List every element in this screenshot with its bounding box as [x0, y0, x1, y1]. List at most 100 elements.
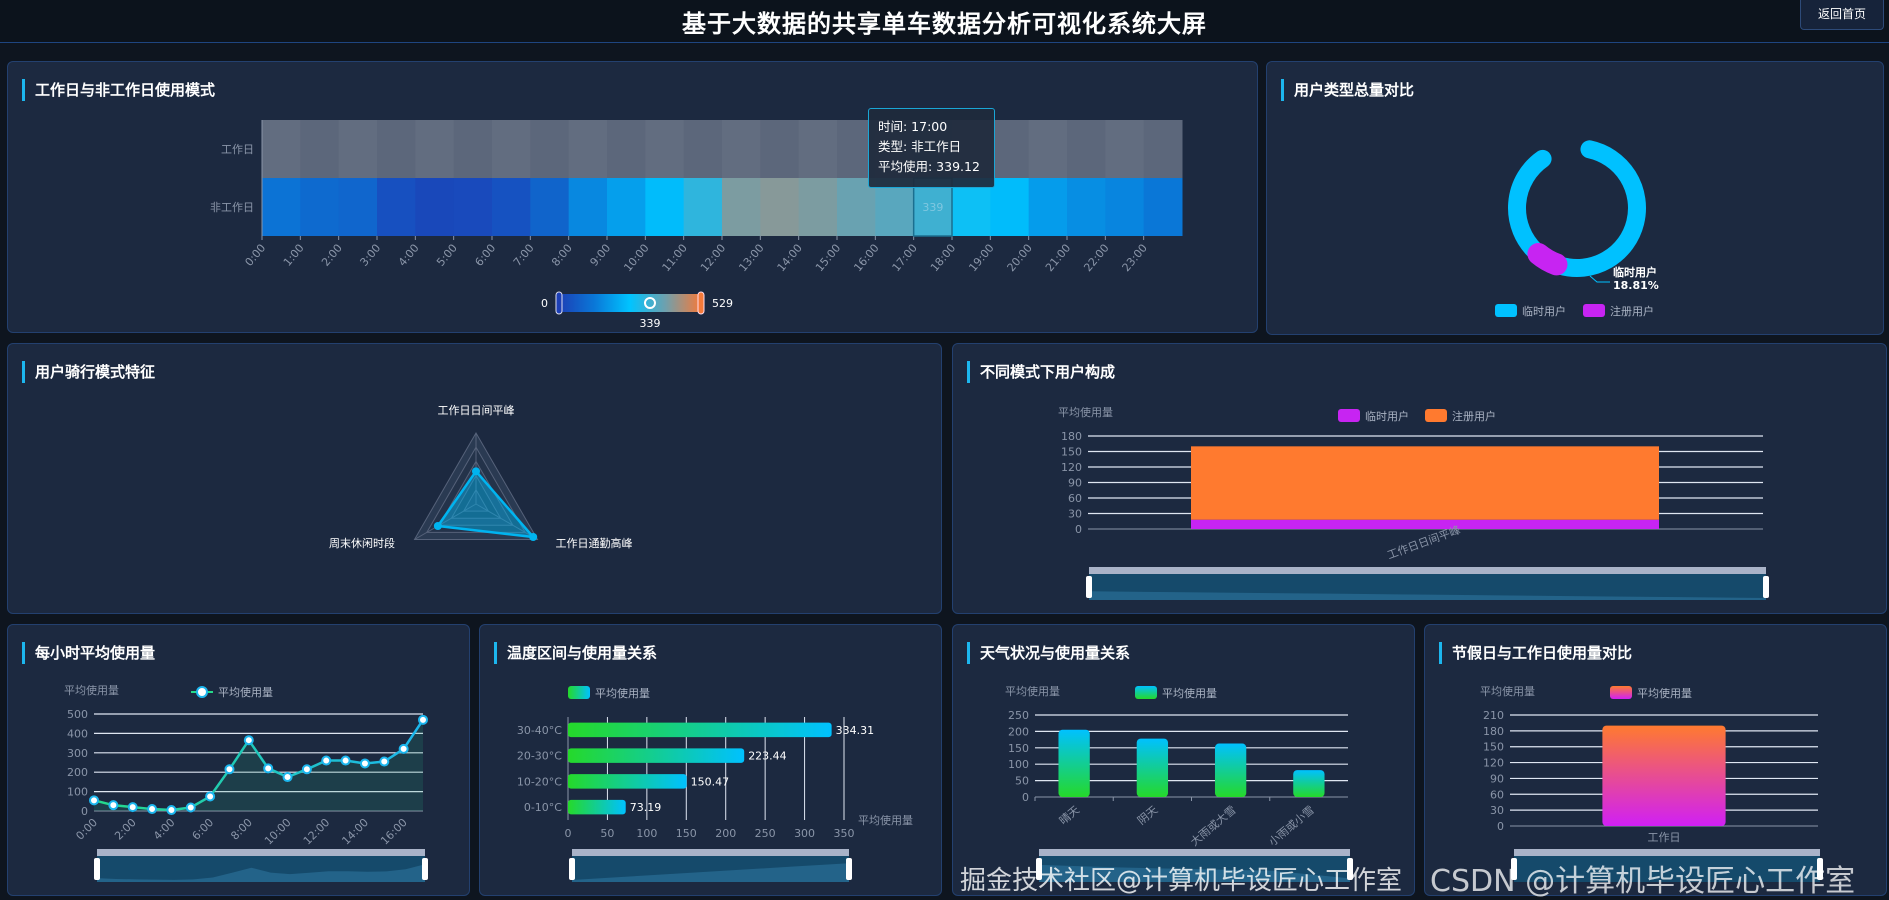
line-point[interactable]	[89, 795, 99, 806]
heatmap-cell-workday[interactable]	[262, 120, 301, 178]
donut-slice-temporary[interactable]	[1527, 242, 1568, 276]
datazoom-handle-left[interactable]	[94, 858, 100, 880]
bar-registered[interactable]	[1191, 446, 1659, 520]
datazoom-handle-right[interactable]	[1817, 858, 1823, 880]
line-point[interactable]	[418, 714, 428, 725]
line-point[interactable]	[108, 800, 119, 811]
legend-marker[interactable]	[196, 686, 208, 698]
line-point[interactable]	[398, 743, 409, 754]
datazoom-handle-right[interactable]	[1347, 858, 1353, 880]
donut-slice-registered[interactable]	[1508, 149, 1552, 261]
heatmap-cell-workday[interactable]	[645, 120, 685, 178]
datazoom-handle-right[interactable]	[1763, 576, 1769, 598]
line-point[interactable]	[263, 763, 274, 774]
heatmap-cell-non-workday[interactable]	[377, 178, 416, 236]
heatmap-cell-workday[interactable]	[338, 120, 378, 178]
heatmap-cell-non-workday[interactable]	[1028, 178, 1068, 236]
donut-chart[interactable]: 临时用户18.81%临时用户注册用户	[1267, 62, 1884, 335]
visual-map-handle-min[interactable]	[555, 291, 563, 315]
legend-swatch[interactable]	[1583, 304, 1605, 317]
legend-swatch[interactable]	[1135, 686, 1157, 699]
bar[interactable]	[568, 748, 745, 763]
donut-slice-registered[interactable]	[1551, 140, 1646, 277]
stacked-bar-chart[interactable]: 0306090120150180平均使用量工作日日间平峰临时用户注册用户	[953, 344, 1887, 614]
visual-map-handle-max[interactable]	[697, 291, 705, 315]
heatmap-cell-non-workday[interactable]	[683, 178, 723, 236]
heatmap-cell-non-workday[interactable]	[760, 178, 800, 236]
datazoom-top-bar[interactable]	[1089, 567, 1766, 574]
heatmap-cell-non-workday[interactable]	[262, 178, 301, 236]
heatmap-cell-non-workday[interactable]	[300, 178, 340, 236]
datazoom-handle-left[interactable]	[1086, 576, 1092, 598]
bar[interactable]	[1293, 770, 1325, 797]
heatmap-cell-workday[interactable]	[568, 120, 608, 178]
datazoom-top-bar[interactable]	[1039, 849, 1350, 856]
heatmap-cell-workday[interactable]	[1067, 120, 1106, 178]
heatmap-cell-non-workday[interactable]	[453, 178, 493, 236]
legend-swatch[interactable]	[1610, 686, 1632, 699]
line-point[interactable]	[147, 804, 158, 815]
datazoom-handle-left[interactable]	[1511, 858, 1517, 880]
visual-map-indicator[interactable]	[644, 297, 656, 309]
heatmap-cell-non-workday[interactable]	[1067, 178, 1106, 236]
heatmap-cell-workday[interactable]	[377, 120, 416, 178]
visual-map-bar[interactable]	[559, 294, 701, 312]
heatmap-cell-non-workday[interactable]	[645, 178, 685, 236]
bar[interactable]	[1136, 738, 1169, 797]
heatmap-cell-non-workday[interactable]	[990, 178, 1030, 236]
line-point[interactable]	[340, 755, 351, 766]
line-point[interactable]	[243, 735, 254, 746]
heatmap-cell-workday[interactable]	[415, 120, 455, 178]
legend-swatch[interactable]	[1425, 409, 1447, 422]
datazoom-top-bar[interactable]	[1514, 849, 1820, 856]
datazoom-handle-left[interactable]	[1036, 858, 1042, 880]
legend-swatch[interactable]	[568, 686, 590, 699]
datazoom-handle-right[interactable]	[422, 858, 428, 880]
bar[interactable]	[1214, 743, 1247, 797]
bar[interactable]	[568, 799, 626, 815]
line-point[interactable]	[282, 772, 293, 783]
radar-area[interactable]	[435, 469, 537, 539]
line-point[interactable]	[185, 802, 196, 813]
heatmap-cell-workday[interactable]	[760, 120, 800, 178]
bar-chart[interactable]: 050100150200250平均使用量晴天阴天大雨或大雪小雨或小雪平均使用量	[953, 625, 1415, 896]
radar-point[interactable]	[472, 467, 480, 476]
heatmap-cell-non-workday[interactable]	[530, 178, 570, 236]
heatmap-cell-non-workday[interactable]	[1143, 178, 1183, 236]
legend-swatch[interactable]	[1338, 409, 1360, 422]
heatmap-cell-workday[interactable]	[607, 120, 646, 178]
line-point[interactable]	[224, 764, 235, 775]
bar-temporary[interactable]	[1191, 519, 1659, 529]
datazoom-handle-left[interactable]	[569, 858, 575, 880]
datazoom-track[interactable]	[1514, 856, 1820, 882]
heatmap-cell-non-workday[interactable]	[1105, 178, 1145, 236]
heatmap-cell-workday[interactable]	[722, 120, 761, 178]
line-point[interactable]	[127, 802, 138, 813]
heatmap-cell-workday[interactable]	[683, 120, 723, 178]
heatmap-cell-workday[interactable]	[798, 120, 838, 178]
heatmap-cell-non-workday[interactable]	[568, 178, 608, 236]
heatmap-cell-non-workday[interactable]	[722, 178, 761, 236]
heatmap-cell-workday[interactable]	[990, 120, 1030, 178]
datazoom-handle-right[interactable]	[846, 858, 852, 880]
line-point[interactable]	[321, 755, 332, 766]
heatmap-cell-non-workday[interactable]	[798, 178, 838, 236]
heatmap-cell-workday[interactable]	[1105, 120, 1145, 178]
line-point[interactable]	[301, 764, 312, 775]
datazoom-top-bar[interactable]	[97, 849, 425, 856]
heatmap-cell-workday[interactable]	[530, 120, 570, 178]
heatmap-cell-non-workday[interactable]	[338, 178, 378, 236]
heatmap-cell-non-workday[interactable]	[607, 178, 646, 236]
bar[interactable]	[1602, 725, 1726, 826]
heatmap-cell-workday[interactable]	[1028, 120, 1068, 178]
line-point[interactable]	[166, 805, 177, 816]
heatmap-cell-non-workday[interactable]	[492, 178, 531, 236]
heatmap-cell-workday[interactable]	[492, 120, 531, 178]
bar[interactable]	[568, 722, 832, 738]
heatmap-cell-non-workday[interactable]	[415, 178, 455, 236]
radar-point[interactable]	[433, 522, 442, 531]
